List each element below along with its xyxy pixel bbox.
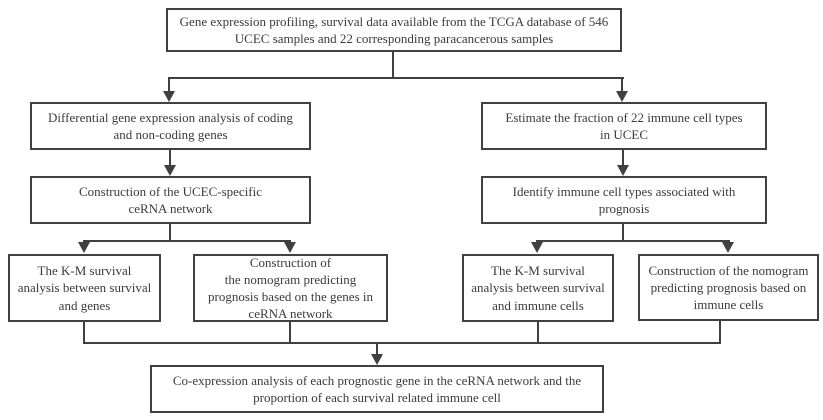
arrow-down-icon <box>78 242 90 253</box>
node-nomogram-genes: Construction of the nomogram predicting … <box>193 254 388 322</box>
arrow-down-icon <box>284 242 296 253</box>
connector-line <box>168 77 170 92</box>
arrow-down-icon <box>371 354 383 365</box>
connector-line <box>376 342 378 355</box>
connector-line <box>169 224 171 242</box>
node-dge-analysis: Differential gene expression analysis of… <box>30 102 311 150</box>
connector-line <box>621 77 623 92</box>
arrow-down-icon <box>163 91 175 102</box>
arrow-down-icon <box>616 91 628 102</box>
node-nomogram-immune: Construction of the nomogram predicting … <box>638 254 819 321</box>
node-km-genes: The K-M survival analysis between surviv… <box>8 254 161 322</box>
connector-line <box>83 342 721 344</box>
connector-line <box>622 150 624 166</box>
connector-line <box>536 240 730 242</box>
node-immune-fraction: Estimate the fraction of 22 immune cell … <box>481 102 767 150</box>
connector-line <box>622 224 624 242</box>
arrow-down-icon <box>617 165 629 176</box>
arrow-down-icon <box>164 165 176 176</box>
connector-line <box>169 150 171 166</box>
connector-line <box>392 50 394 79</box>
node-tcga-data: Gene expression profiling, survival data… <box>166 8 622 52</box>
arrow-down-icon <box>722 242 734 253</box>
node-km-immune: The K-M survival analysis between surviv… <box>462 254 614 322</box>
arrow-down-icon <box>531 242 543 253</box>
connector-line <box>83 240 291 242</box>
node-prognostic-immune-cells: Identify immune cell types associated wi… <box>481 176 767 224</box>
node-cerna-network: Construction of the UCEC-specific ceRNA … <box>30 176 311 224</box>
connector-line <box>83 320 85 344</box>
connector-line <box>537 320 539 344</box>
node-coexpression: Co-expression analysis of each prognosti… <box>150 365 604 413</box>
connector-line <box>168 77 624 79</box>
connector-line <box>719 320 721 344</box>
connector-line <box>289 320 291 344</box>
